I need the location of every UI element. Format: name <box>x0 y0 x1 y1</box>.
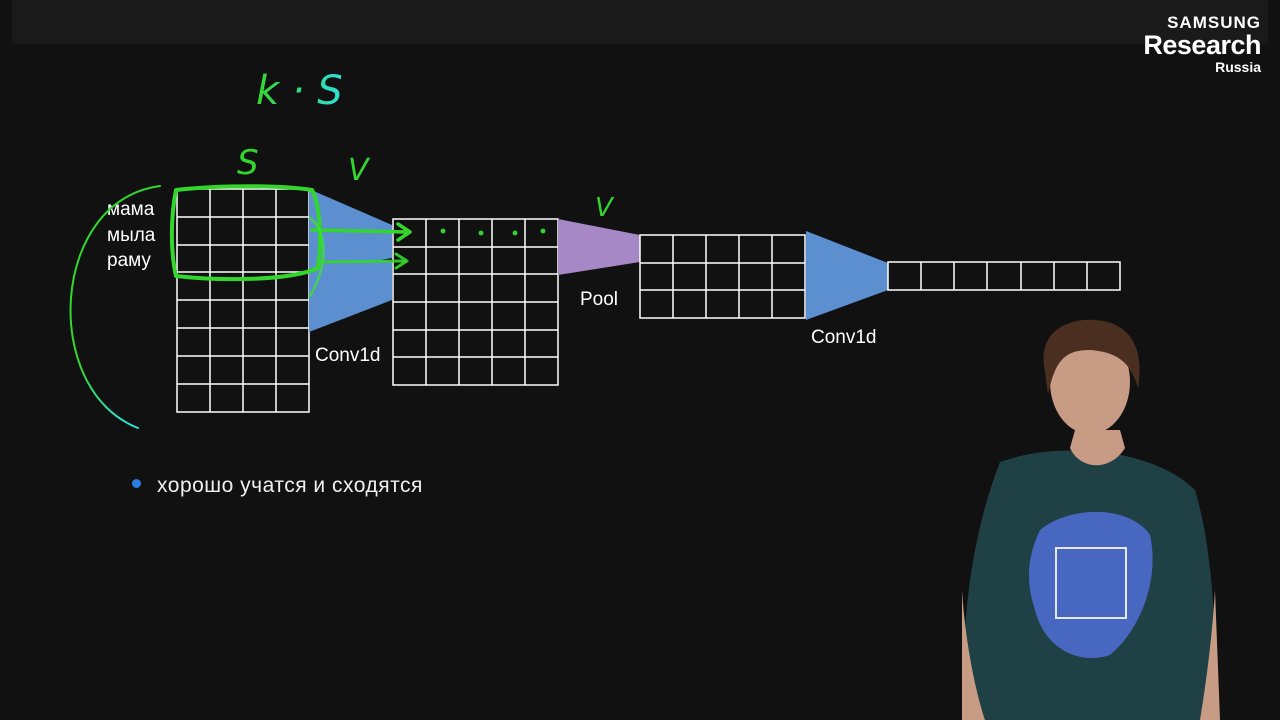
video-top-bar <box>12 0 1268 44</box>
logo-product: Research <box>1143 30 1261 60</box>
handwriting-s: S <box>237 143 259 183</box>
output-vector <box>887 261 1121 291</box>
word-label: раму <box>107 250 151 271</box>
feature-map-grid <box>392 218 559 386</box>
logo-region: Russia <box>1215 59 1261 75</box>
samsung-research-logo: SAMSUNG Research Russia <box>1143 14 1261 74</box>
pool-kernel <box>558 219 640 275</box>
conv1d-label-second: Conv1d <box>811 327 877 348</box>
word-label: мыла <box>107 225 156 246</box>
presenter-figure <box>962 319 1220 720</box>
handwriting-v-first: V <box>348 153 371 188</box>
logo-brand: SAMSUNG <box>1167 13 1261 32</box>
bullet-dot-icon <box>132 478 141 488</box>
bullet-item: хорошо учатся и сходятся <box>132 474 423 498</box>
bullet-text: хорошо учатся и сходятся <box>157 474 423 497</box>
handwritten-annotations <box>69 184 546 429</box>
input-embedding-grid <box>176 188 310 413</box>
pooled-map-grid <box>639 234 806 319</box>
conv-kernel-bottom <box>309 246 392 332</box>
conv1d-label: Conv1d <box>315 345 381 366</box>
word-label: мама <box>107 199 155 220</box>
conv-kernel-second <box>806 231 888 320</box>
handwriting-v-second: V <box>595 193 615 223</box>
pool-label: Pool <box>580 289 618 310</box>
handwriting-k-times-s: k · S <box>256 68 343 114</box>
